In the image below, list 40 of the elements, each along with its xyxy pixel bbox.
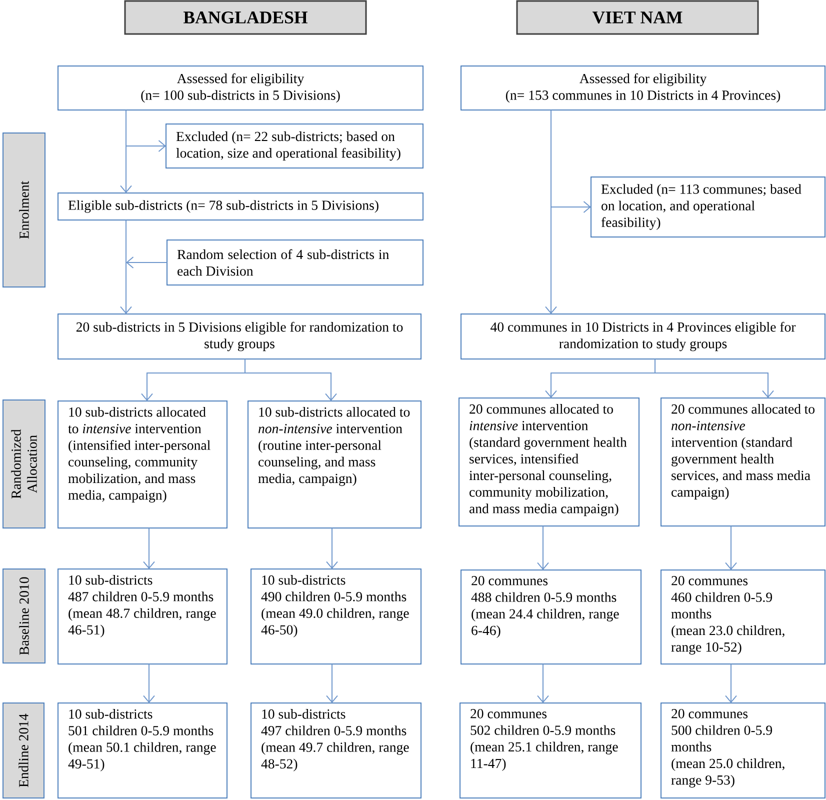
flow-box: Excluded (n= 22 sub-districts; based on location, size and operational feasibility) (166, 124, 424, 168)
flow-box: 20 communes 500 children 0-5.9 months (mean 25.0 children, range 9-53) (660, 702, 826, 798)
arrow (143, 528, 155, 569)
arrow (725, 526, 737, 570)
arrow (537, 526, 549, 570)
arrow (244, 358, 337, 401)
flow-box: 10 sub-districts 490 children 0-5.9 months (mean 49.0 children, range 46-50) (250, 568, 422, 664)
flow-box: 20 communes 460 children 0-5.9 months (mean 23.0 children, range 10-52) (660, 570, 826, 664)
flow-box: 20 communes 488 children 0-5.9 months (mean 24.4 children, range 6-46) (460, 570, 642, 664)
arrow (326, 528, 338, 569)
phase-label: Randomized Allocation (2, 400, 46, 528)
flow-box: 20 communes 502 children 0-5.9 months (mean 25.1 children, range 11-47) (460, 702, 642, 798)
flow-box: 10 sub-districts 497 children 0-5.9 months (mean 49.7 children, range 48-52) (250, 702, 422, 798)
phase-label: Baseline 2010 (2, 568, 46, 664)
country-header: VIET NAM (516, 0, 759, 35)
country-header: BANGLADESH (124, 0, 367, 35)
flow-box: 20 communes allocated to non-intensive intervention (standard government health services, and mass media campaign) (660, 398, 826, 526)
arrow (550, 110, 591, 213)
arrow (120, 220, 132, 314)
flow-box: 40 communes in 10 Districts in 4 Provinces eligible for randomization to study groups (460, 314, 826, 360)
flow-box: Random selection of 4 sub-districts in each Division (166, 240, 424, 286)
arrow (143, 664, 155, 703)
arrow (654, 358, 774, 398)
phase-label: Enrolment (2, 132, 46, 288)
flow-box: Assessed for eligibility (n= 153 communes in 10 Districts in 4 Provinces) (460, 66, 826, 110)
flow-box: Excluded (n= 113 communes; based on location, and operational feasibility) (590, 176, 826, 238)
flow-box: 20 communes allocated to intensive intervention (standard government health services, intensified inter-personal counseling, community mobilization, and mass media campaign) (458, 398, 640, 526)
phase-label: Endline 2014 (2, 702, 44, 798)
arrow (326, 664, 338, 703)
flow-box: 10 sub-districts 501 children 0-5.9 months (mean 50.1 children, range 49-51) (58, 702, 228, 798)
arrow (126, 110, 166, 152)
flow-box: Eligible sub-districts (n= 78 sub-districts in 5 Divisions) (58, 192, 424, 220)
arrow (725, 664, 737, 703)
flow-box: Assessed for eligibility (n= 100 sub-districts in 5 Divisions) (58, 66, 424, 110)
arrow (537, 664, 549, 703)
flow-box: 10 sub-districts 487 children 0-5.9 months (mean 48.7 children, range 46-51) (58, 568, 228, 664)
flow-box: 10 sub-districts allocated to intensive intervention (intensified inter-personal counseling, community mobilization, and mass media, campaign) (58, 400, 228, 528)
arrow (126, 256, 168, 268)
flow-box: 20 sub-districts in 5 Divisions eligible for randomization to study groups (58, 314, 422, 360)
flow-box: 10 sub-districts allocated to non-intensive intervention (routine inter-personal counseling, and mass media, campaign) (248, 400, 422, 528)
